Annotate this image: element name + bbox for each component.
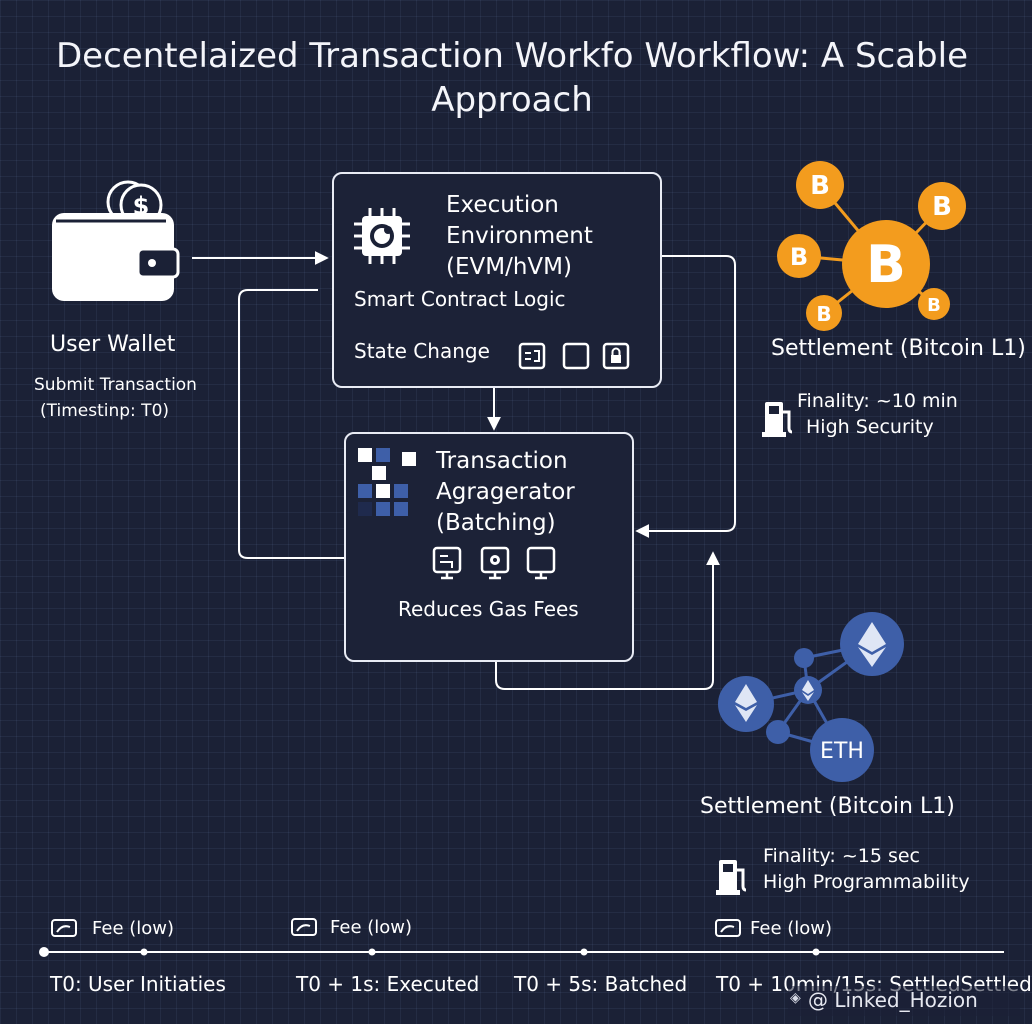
grid-blocks-icon bbox=[358, 448, 416, 516]
bitcoin-symbol-5: B bbox=[927, 295, 941, 316]
timeline-label-initiate: T0: User Initiaties bbox=[50, 972, 226, 996]
watermark-text: @ Linked_Hozion bbox=[808, 988, 978, 1012]
bitcoin-symbol-center: B bbox=[866, 235, 906, 295]
bitcoin-security-text: High Security bbox=[806, 416, 934, 438]
bitcoin-finality-text: Finality: ~10 min bbox=[797, 390, 958, 412]
watermark-logo-icon: ◈ bbox=[790, 990, 801, 1006]
wallet-submit-text: Submit Transaction bbox=[34, 375, 197, 395]
execution-title-1: Execution bbox=[446, 192, 559, 218]
ethereum-programmability-text: High Programmability bbox=[763, 871, 970, 893]
timeline-label-batched: T0 + 5s: Batched bbox=[514, 972, 688, 996]
square-icon bbox=[562, 342, 590, 370]
wallet-label: User Wallet bbox=[50, 332, 176, 357]
title-line-2: Approach bbox=[431, 80, 593, 120]
document-icon bbox=[518, 342, 546, 370]
bitcoin-symbol-1: B bbox=[810, 171, 830, 201]
ethereum-network-icon: ETH bbox=[718, 612, 904, 782]
smart-contract-logic-text: Smart Contract Logic bbox=[354, 287, 566, 311]
monitor-gear-icon bbox=[480, 546, 510, 580]
fee-icon bbox=[51, 919, 77, 937]
bitcoin-symbol-4: B bbox=[816, 302, 831, 326]
fuel-pump-icon bbox=[762, 402, 793, 437]
state-change-text: State Change bbox=[354, 339, 490, 363]
timeline-axis bbox=[39, 947, 1004, 957]
aggregator-title-1: Transaction bbox=[436, 448, 568, 474]
execution-environment-box: Execution Environment (EVM/hVM) Smart Co… bbox=[332, 172, 662, 388]
bitcoin-settlement-label: Settlement (Bitcoin L1) bbox=[771, 336, 1026, 361]
ethereum-finality-text: Finality: ~15 sec bbox=[763, 845, 920, 867]
fee-icon bbox=[291, 918, 317, 936]
bitcoin-symbol-3: B bbox=[790, 243, 808, 271]
title-line-1: Decentelaized Transaction Workfo Workflo… bbox=[55, 36, 969, 76]
execution-title-3: (EVM/hVM) bbox=[446, 254, 572, 280]
wallet-timestamp-text: (Timestinp: T0) bbox=[40, 401, 170, 421]
bitcoin-network-icon: B B B B B B bbox=[777, 161, 966, 331]
timeline-label-executed: T0 + 1s: Executed bbox=[296, 972, 480, 996]
timeline-fee-1: Fee (low) bbox=[92, 918, 175, 939]
ethereum-settlement-label: Settlement (Bitcoin L1) bbox=[700, 794, 955, 819]
execution-title-2: Environment bbox=[446, 223, 593, 249]
page-title: Decentelaized Transaction Workfo Workflo… bbox=[0, 34, 1024, 122]
eth-node-label: ETH bbox=[820, 739, 864, 764]
cpu-chip-icon bbox=[354, 208, 410, 264]
timeline-fee-3: Fee (low) bbox=[750, 918, 833, 939]
aggregator-title-3: (Batching) bbox=[436, 510, 556, 536]
timeline-fee-2: Fee (low) bbox=[330, 917, 413, 938]
monitor-chart-icon bbox=[432, 546, 462, 580]
wallet-icon: $ bbox=[52, 180, 180, 301]
watermark: ◈ @ Linked_Hozion bbox=[788, 986, 1020, 1016]
lock-icon bbox=[602, 342, 630, 370]
fee-icon bbox=[715, 919, 741, 937]
reduces-gas-fees-text: Reduces Gas Fees bbox=[398, 597, 579, 621]
fuel-pump-icon bbox=[716, 860, 747, 895]
monitor-icon bbox=[526, 546, 556, 580]
transaction-aggregator-box: Transaction Agragerator (Batching) Reduc… bbox=[344, 432, 634, 662]
bitcoin-symbol-2: B bbox=[932, 192, 952, 222]
aggregator-title-2: Agragerator bbox=[436, 479, 575, 505]
